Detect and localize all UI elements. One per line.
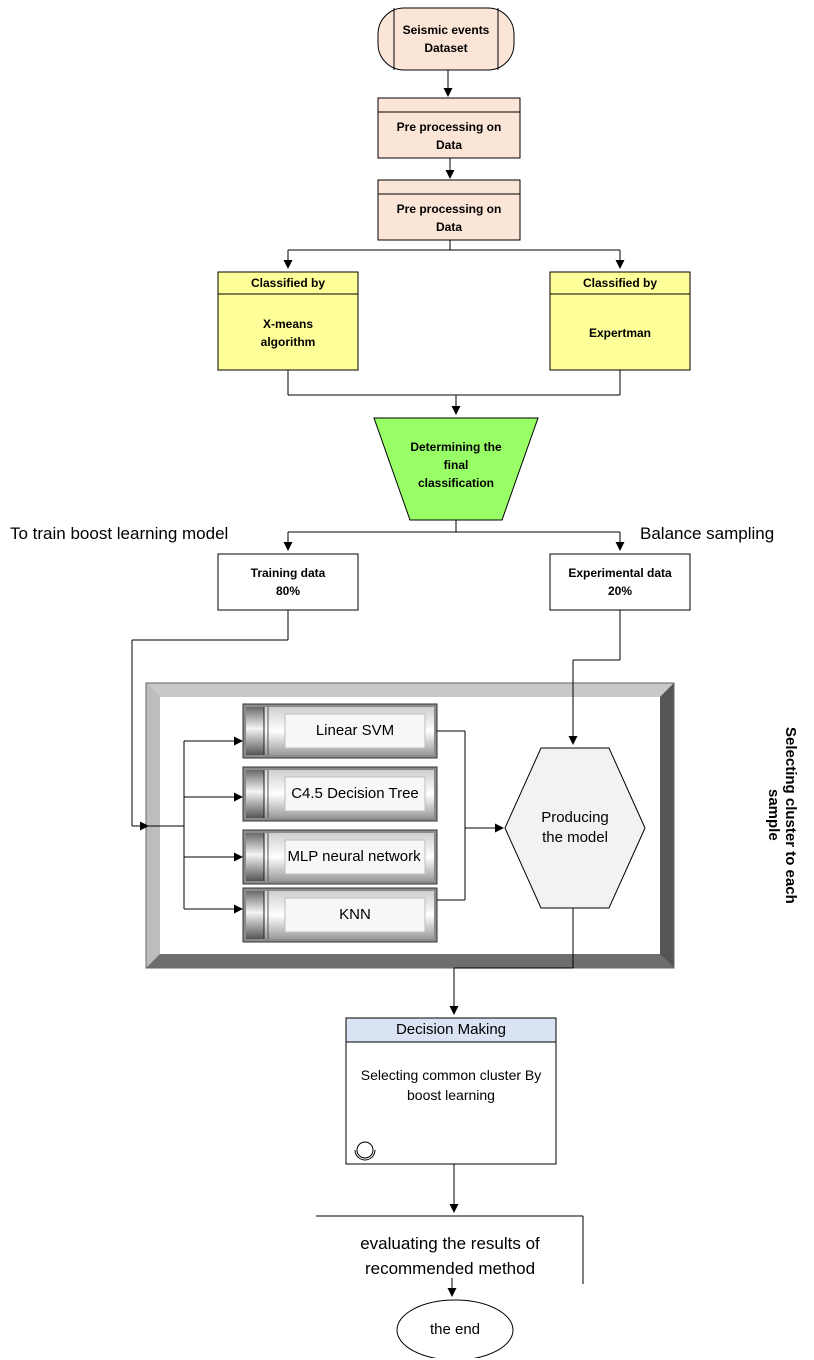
model-label-svm: Linear SVM xyxy=(315,722,395,739)
final-classification-label: Determining the final classification xyxy=(410,440,502,490)
model-branch-lines xyxy=(183,736,243,914)
producing-model-node xyxy=(504,747,646,909)
model-button-svm xyxy=(242,703,438,759)
preprocess-node-1 xyxy=(377,97,521,159)
final-classification-node xyxy=(373,417,539,521)
preprocess-label-2: Pre processing on Data xyxy=(396,202,502,234)
evaluation-annotation xyxy=(316,1215,584,1284)
model-merge-lines xyxy=(437,730,504,901)
training-data-percent: 80% xyxy=(275,584,301,598)
model-label-c45: C4.5 Decision Tree xyxy=(291,785,419,802)
experimental-flow-line xyxy=(568,610,621,745)
decision-body: Selecting common cluster By boost learni… xyxy=(360,1067,542,1103)
dataset-label: Seismic events Dataset xyxy=(402,23,490,55)
model-label-mlp: MLP neural network xyxy=(287,848,421,865)
preprocess-node-2 xyxy=(377,179,521,241)
split-connector xyxy=(283,240,625,269)
end-node xyxy=(396,1299,514,1358)
experimental-data-percent: 20% xyxy=(607,584,633,598)
decision-header: Decision Making xyxy=(395,1021,507,1038)
classifier-expert-node xyxy=(549,271,691,371)
training-data-label: Training data 80% xyxy=(218,554,358,610)
experimental-data-label: Experimental data 20% xyxy=(550,554,690,610)
training-flow-line xyxy=(131,610,289,831)
classifier-xmeans-node xyxy=(217,271,359,371)
side-label-text: Selecting cluster to each sample xyxy=(765,726,799,904)
end-label: the end xyxy=(429,1321,481,1338)
model-button-mlp xyxy=(242,829,438,885)
classifier-right-header: Classified by xyxy=(582,276,658,290)
side-label: Selecting cluster to each sample xyxy=(752,710,812,920)
train-annotation: To train boost learning model xyxy=(10,524,229,543)
decision-flow-line xyxy=(449,908,574,1015)
model-button-c45 xyxy=(242,766,438,822)
classifier-right-body: Expertman xyxy=(588,326,652,340)
classifier-left-body: X-means algorithm xyxy=(260,317,316,349)
dataset-node xyxy=(377,7,515,71)
experimental-data-node xyxy=(549,553,691,611)
classifier-left-header: Classified by xyxy=(250,276,326,290)
experimental-data-title: Experimental data xyxy=(568,566,672,580)
data-split-connector xyxy=(283,520,625,551)
preprocess-label-1: Pre processing on Data xyxy=(396,120,502,152)
model-label-knn: KNN xyxy=(339,906,371,923)
model-button-knn xyxy=(242,887,438,943)
producing-model-label: Producing the model xyxy=(541,809,609,846)
training-data-node xyxy=(217,553,359,611)
merge-connector xyxy=(287,370,621,415)
training-data-title: Training data xyxy=(250,566,326,580)
decision-making-node xyxy=(345,1017,557,1165)
balance-annotation: Balance sampling xyxy=(640,524,775,543)
evaluation-label: evaluating the results of recommended me… xyxy=(360,1234,540,1278)
